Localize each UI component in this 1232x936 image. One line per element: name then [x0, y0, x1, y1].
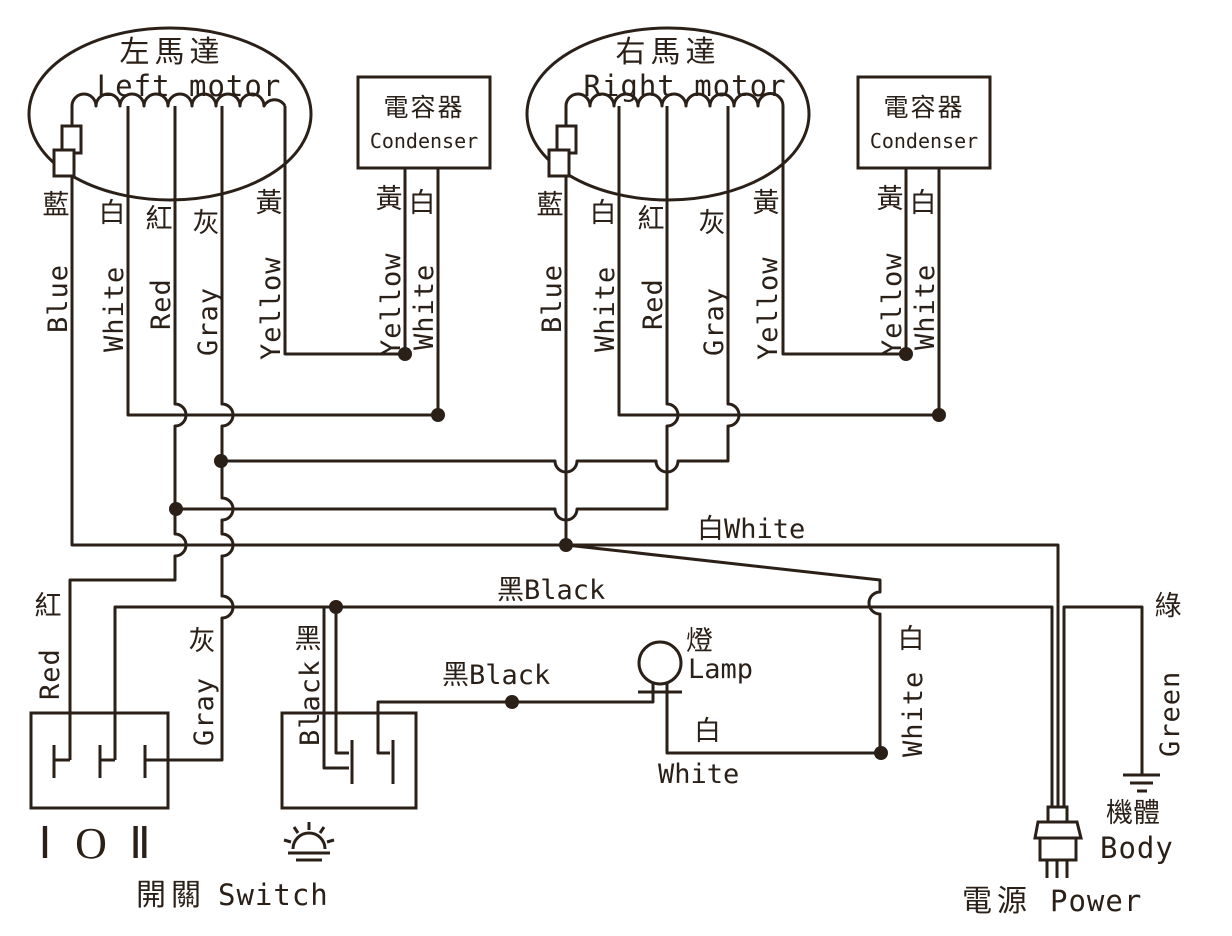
motor-switch-contacts — [52, 745, 160, 778]
lamp-bulb — [637, 640, 683, 686]
label-cond-white-en-r: White — [910, 264, 941, 350]
label-blue-en-r: Blue — [537, 264, 568, 333]
power-plug — [1033, 805, 1083, 878]
wire-gray-right — [221, 106, 741, 474]
wire-red-right — [176, 106, 680, 522]
label-switch-gray-zh: 灰 — [189, 626, 216, 657]
switch-pos-2: Ⅱ — [129, 819, 151, 868]
power-label-en: Power — [1050, 884, 1142, 918]
condenser-box-left — [356, 75, 492, 170]
label-green-zh: 綠 — [1155, 591, 1182, 622]
lamp-switch-box — [280, 711, 418, 810]
wire-gray-left — [160, 106, 235, 762]
label-gray-en: Gray — [193, 287, 224, 356]
label-white-en-r: White — [590, 266, 621, 352]
label-switch-black-zh: 黑 — [295, 624, 322, 655]
left-motor-wire-labels: 藍 Blue 白 White 紅 Red 灰 Gray 黃 Yellow 黃 Y… — [43, 184, 441, 360]
label-white-main: 白White — [697, 514, 805, 545]
label-switch-red-zh: 紅 — [35, 591, 62, 622]
lamp-sun-icon — [283, 822, 335, 862]
label-blue-en: Blue — [43, 264, 74, 333]
label-cond-yellow-en: Yellow — [376, 252, 407, 356]
ground-symbol — [1123, 773, 1160, 793]
condenser-right-label-en: Condenser — [870, 129, 978, 153]
body-label-zh: 機體 — [1106, 798, 1160, 829]
label-green-en: Green — [1155, 671, 1186, 757]
junction-dots — [169, 347, 946, 760]
left-motor-title-zh: 左馬達 — [120, 35, 225, 70]
condenser-box-right — [856, 75, 992, 170]
wire-yellow-left — [283, 106, 405, 356]
wire-white-right — [617, 106, 939, 417]
label-cond-white-zh-r: 白 — [910, 188, 937, 219]
right-motor-thermal-fuse-bottom — [547, 148, 571, 178]
label-switch-gray-en: Gray — [189, 677, 220, 746]
label-black-lamp: 黑Black — [442, 660, 550, 691]
wire-lampswitch-drop-a — [322, 607, 349, 770]
lamp-label-zh: 燈 — [686, 626, 713, 657]
label-red-zh-r: 紅 — [638, 204, 665, 235]
left-motor-thermal-fuse-bottom — [52, 148, 76, 178]
label-cond-white-en: White — [409, 264, 440, 350]
condenser-left-label-zh: 電容器 — [383, 93, 464, 122]
right-motor-title-en: Right motor — [583, 69, 786, 103]
lamp-label-en: Lamp — [688, 654, 753, 685]
lamp-white-en: White — [658, 759, 739, 790]
wire-green-body — [1062, 605, 1144, 807]
label-gray-zh: 灰 — [193, 208, 220, 239]
switch-caption-en: Switch — [218, 878, 329, 912]
label-drop-white-zh: 白 — [898, 624, 925, 655]
label-cond-white-zh: 白 — [409, 188, 436, 219]
wire-lampswitch-drop-b — [334, 607, 349, 755]
label-gray-en-r: Gray — [699, 287, 730, 356]
label-yellow-en: Yellow — [256, 256, 287, 360]
wire-lamp-feed-black — [376, 681, 655, 755]
label-yellow-en-r: Yellow — [753, 256, 784, 360]
label-white-en: White — [99, 266, 130, 352]
wire-white-drop — [565, 543, 882, 753]
right-motor-wire-labels: 藍 Blue 白 White 紅 Red 灰 Gray 黃 Yellow 黃 Y… — [537, 184, 942, 360]
label-gray-zh-r: 灰 — [699, 208, 726, 239]
left-motor-title-en: Left motor — [97, 69, 282, 103]
label-yellow-zh-r: 黃 — [753, 188, 780, 219]
label-white-zh: 白 — [99, 198, 126, 229]
wire-lamp-white-return — [665, 681, 881, 755]
wire-white-left — [126, 106, 438, 417]
label-cond-yellow-zh-r: 黃 — [877, 184, 904, 215]
condenser-right-label-zh: 電容器 — [883, 93, 964, 122]
label-cond-yellow-en-r: Yellow — [877, 252, 908, 356]
motor-switch-box — [29, 711, 170, 810]
label-red-en: Red — [146, 278, 177, 330]
left-motor-ellipse — [27, 26, 313, 202]
label-drop-white-en: White — [898, 671, 929, 757]
wire-red-left — [68, 106, 188, 760]
label-cond-yellow-zh: 黃 — [376, 184, 403, 215]
label-yellow-zh: 黃 — [256, 188, 283, 219]
label-switch-black-en: Black — [295, 660, 326, 746]
switch-pos-1: Ⅰ — [39, 819, 52, 868]
right-motor-coil — [564, 92, 785, 108]
power-label-zh: 電源 — [962, 884, 1032, 919]
lamp-white-zh: 白 — [694, 716, 721, 747]
label-black-main: 黑Black — [497, 575, 605, 606]
condenser-left-label-en: Condenser — [370, 129, 478, 153]
label-red-zh: 紅 — [146, 204, 173, 235]
lower-wire-labels: 紅 Red 灰 Gray 黑 Black 白 White 綠 Green — [35, 591, 1187, 757]
label-blue-zh-r: 藍 — [537, 190, 564, 221]
wire-black-main — [113, 605, 1054, 807]
right-motor-title-zh: 右馬達 — [616, 35, 721, 70]
body-label-en: Body — [1100, 831, 1174, 865]
switch-pos-0: O — [75, 819, 107, 868]
label-switch-red-en: Red — [35, 648, 66, 700]
label-red-en-r: Red — [638, 278, 669, 330]
right-motor-ellipse — [525, 26, 811, 202]
switch-caption-zh: 開關 — [136, 878, 206, 913]
wire-yellow-right — [781, 106, 906, 356]
left-motor-coil — [70, 92, 287, 108]
label-white-zh-r: 白 — [590, 198, 617, 229]
label-blue-zh: 藍 — [43, 190, 70, 221]
